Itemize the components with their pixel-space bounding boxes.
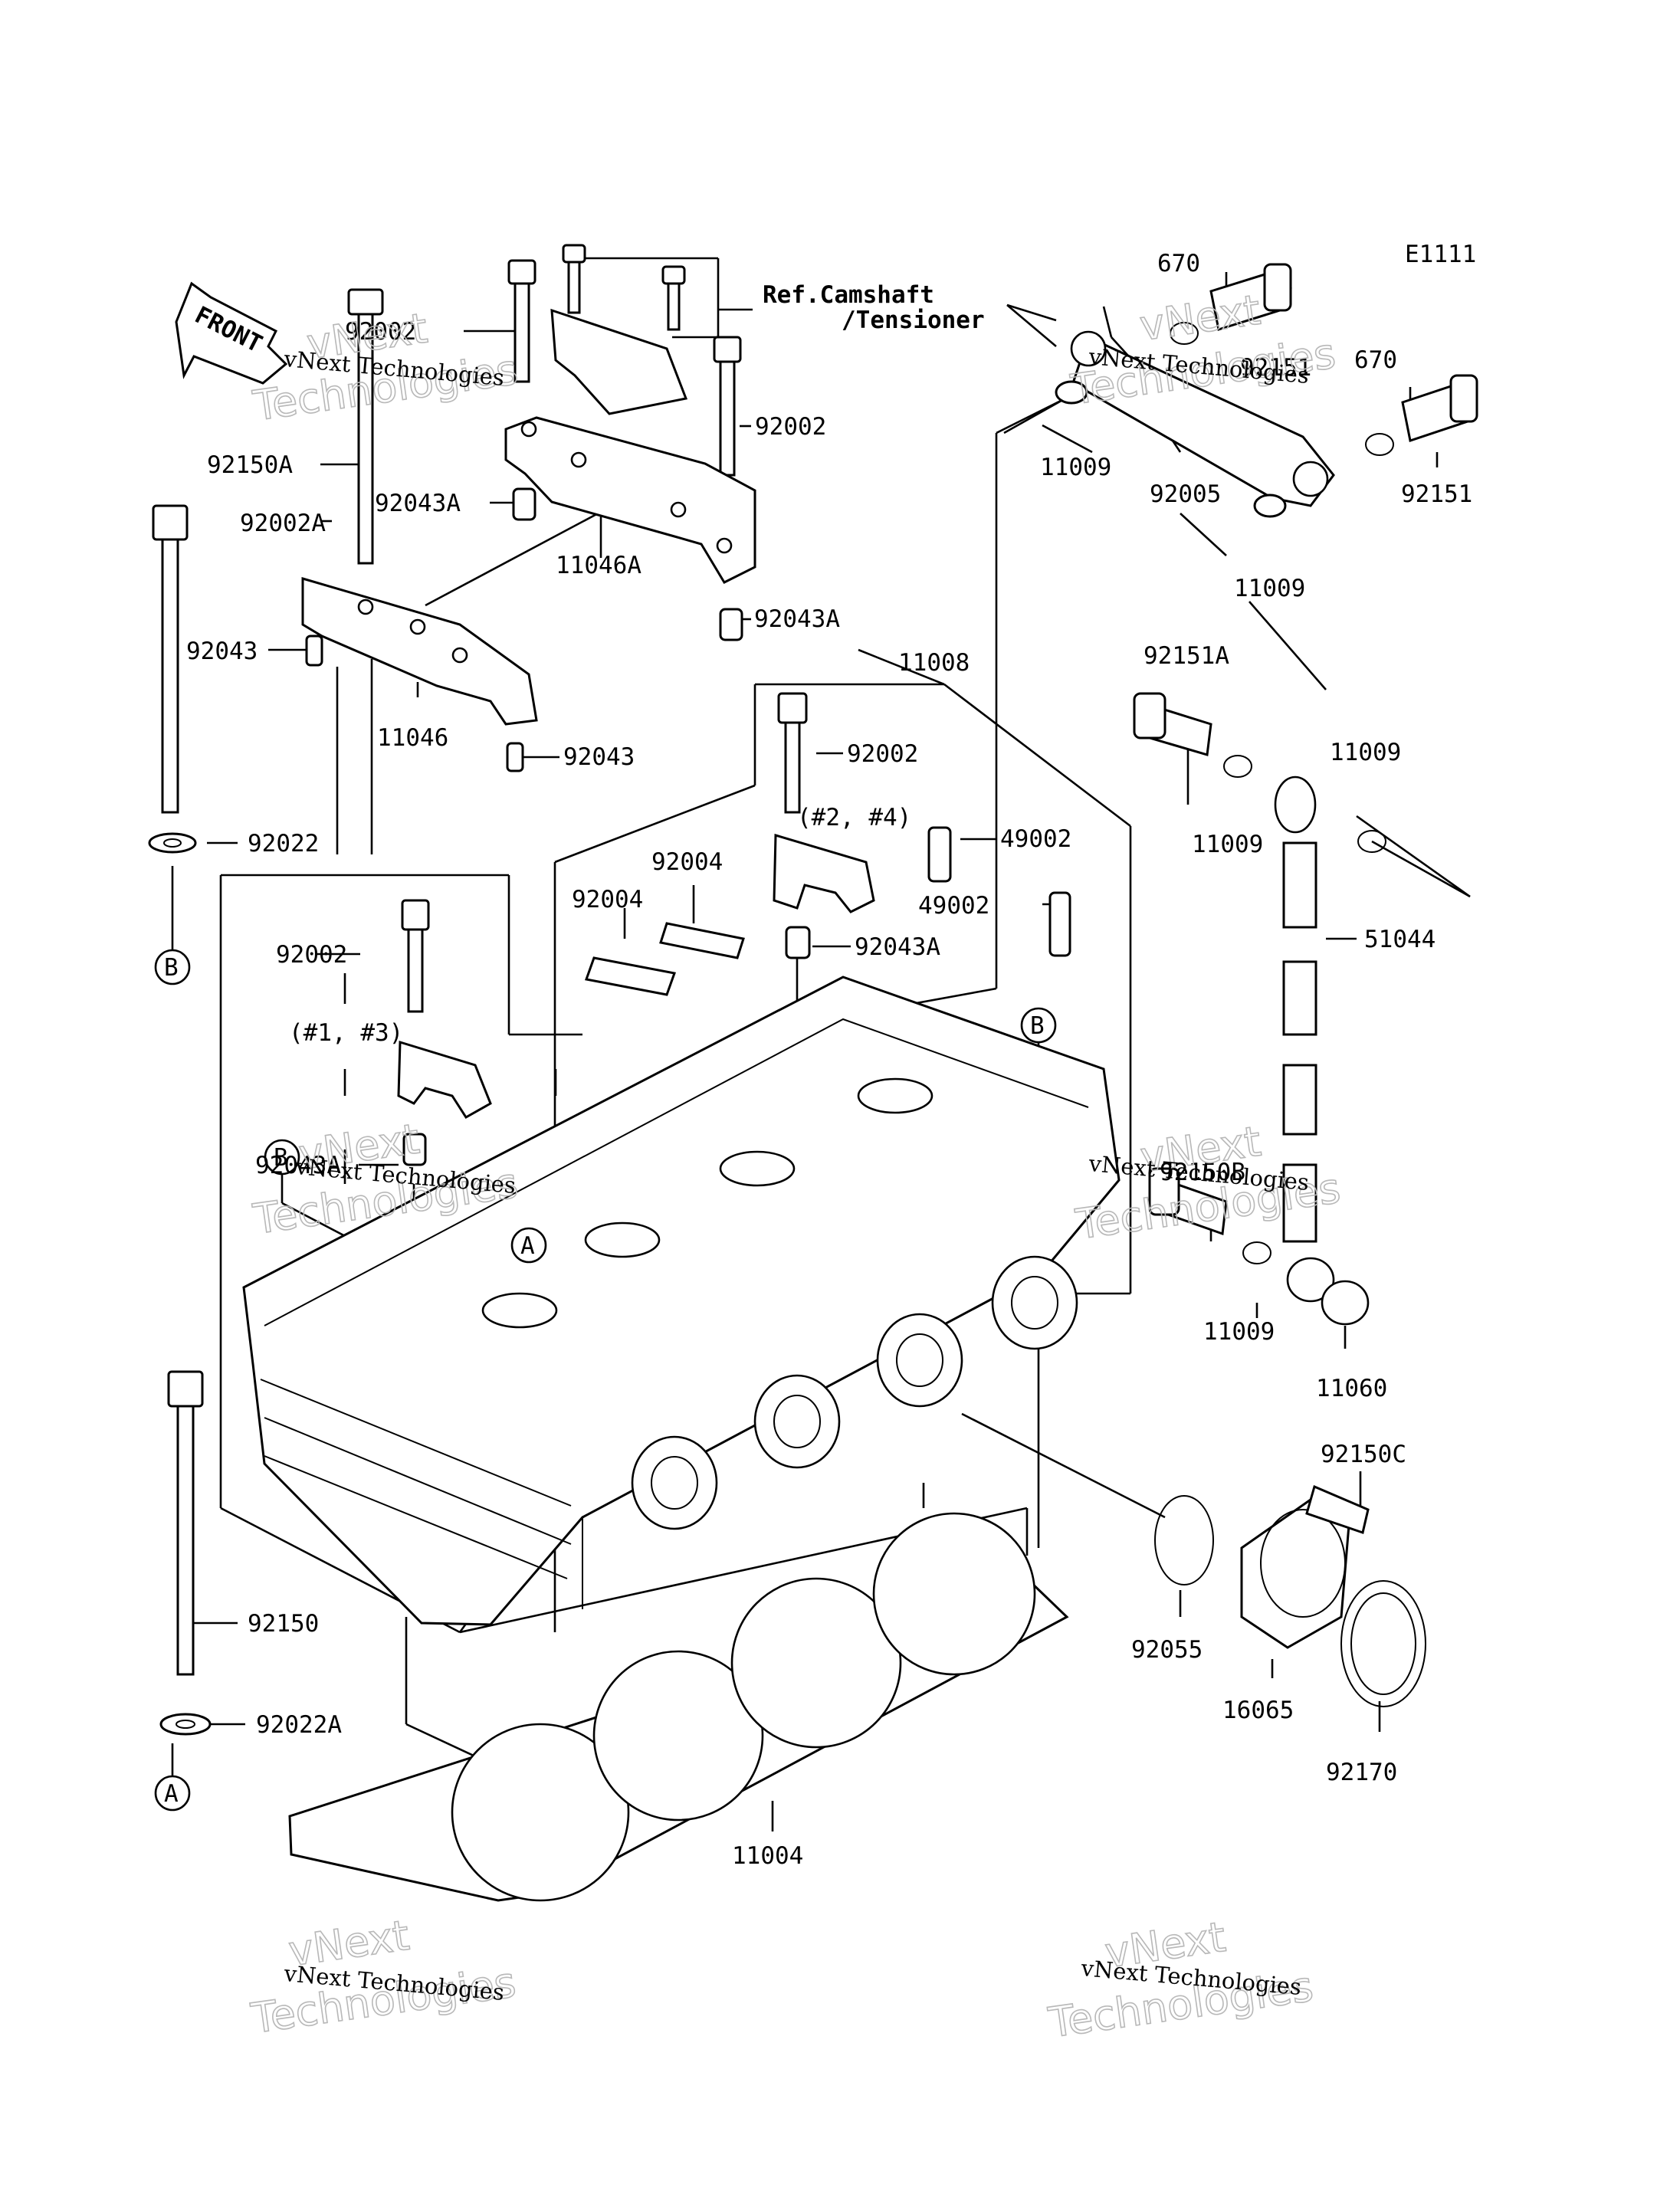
label-92055: 92055 [1131, 1636, 1203, 1664]
label-92004a: 92004 [651, 848, 723, 876]
label-92004b: 92004 [572, 886, 643, 913]
label-11009b: 11009 [1234, 575, 1305, 602]
label-16065: 16065 [1222, 1697, 1294, 1724]
marker-b-mid: B [274, 1144, 288, 1172]
label-92043Ac: 92043A [855, 933, 940, 961]
label-92043Ab: 92043A [754, 605, 840, 633]
label-92002c: 92002 [847, 740, 918, 768]
label-92151b: 92151 [1401, 480, 1472, 508]
label-92022A: 92022A [256, 1711, 342, 1739]
marker-b-left: B [164, 954, 179, 982]
label-49002b: 49002 [918, 892, 989, 920]
callout-labels: E1111 Ref.Camshaft /Tensioner 670 92151 … [186, 241, 1476, 1870]
diagram-code: E1111 [1405, 241, 1476, 268]
label-92150A: 92150A [207, 451, 293, 479]
label-11008: 11008 [898, 649, 970, 677]
oring-92055 [1154, 1495, 1214, 1585]
label-92150C: 92150C [1321, 1441, 1406, 1468]
cam-cap-11046A [504, 416, 756, 584]
clamp-92170 [1340, 1580, 1426, 1707]
marker-b-right: B [1030, 1012, 1045, 1040]
label-11009e: 11009 [1203, 1318, 1275, 1346]
label-92002b: 92002 [755, 413, 826, 441]
oil-pipe-51044 [1282, 841, 1317, 929]
parts [148, 244, 1478, 1902]
label-92002d: 92002 [276, 941, 347, 969]
bolt-92002A [161, 535, 179, 814]
label-49002a: 49002 [1000, 825, 1071, 853]
bolt-92150 [176, 1405, 195, 1676]
label-92150: 92150 [248, 1610, 319, 1638]
label-11046: 11046 [377, 724, 448, 752]
label-11009c: 11009 [1330, 739, 1401, 766]
label-11009d: 11009 [1192, 831, 1263, 858]
label-11004: 11004 [732, 1842, 803, 1870]
front-arrow: FRONT [175, 281, 288, 385]
label-note-13: (#1, #3) [289, 1019, 403, 1047]
label-670b: 670 [1354, 346, 1397, 374]
label-92043Aa: 92043A [375, 490, 461, 517]
ref-note-line2: /Tensioner [842, 307, 985, 334]
cam-cap-11046 [301, 576, 538, 726]
label-note-24: (#2, #4) [797, 804, 911, 831]
label-92151a: 92151 [1240, 354, 1311, 382]
marker-a-mid: A [520, 1232, 535, 1260]
label-92022: 92022 [248, 830, 319, 857]
label-92005: 92005 [1150, 480, 1221, 508]
label-92043a: 92043 [186, 638, 258, 665]
label-92043b: 92043 [563, 743, 635, 771]
label-92002A: 92002A [240, 510, 326, 537]
label-92002a: 92002 [345, 318, 416, 346]
label-11060: 11060 [1316, 1375, 1387, 1402]
watermark-brand-2: vNext [1137, 286, 1263, 350]
label-51044: 51044 [1364, 926, 1436, 953]
label-670a: 670 [1157, 250, 1200, 277]
marker-a-bottom: A [164, 1780, 179, 1808]
label-92151A: 92151A [1144, 642, 1229, 670]
fitting-49002a [927, 826, 952, 883]
fitting-49002b [1048, 891, 1071, 957]
washer-92022 [148, 832, 197, 854]
label-11046A: 11046A [556, 552, 641, 579]
label-92043Ad: 92043A [255, 1152, 341, 1179]
label-11009a: 11009 [1040, 454, 1111, 481]
ref-note-line1: Ref.Camshaft [763, 281, 934, 309]
label-92170: 92170 [1326, 1759, 1397, 1786]
markers: B A B B A [154, 949, 1057, 1812]
label-92150B: 92150B [1160, 1159, 1245, 1186]
